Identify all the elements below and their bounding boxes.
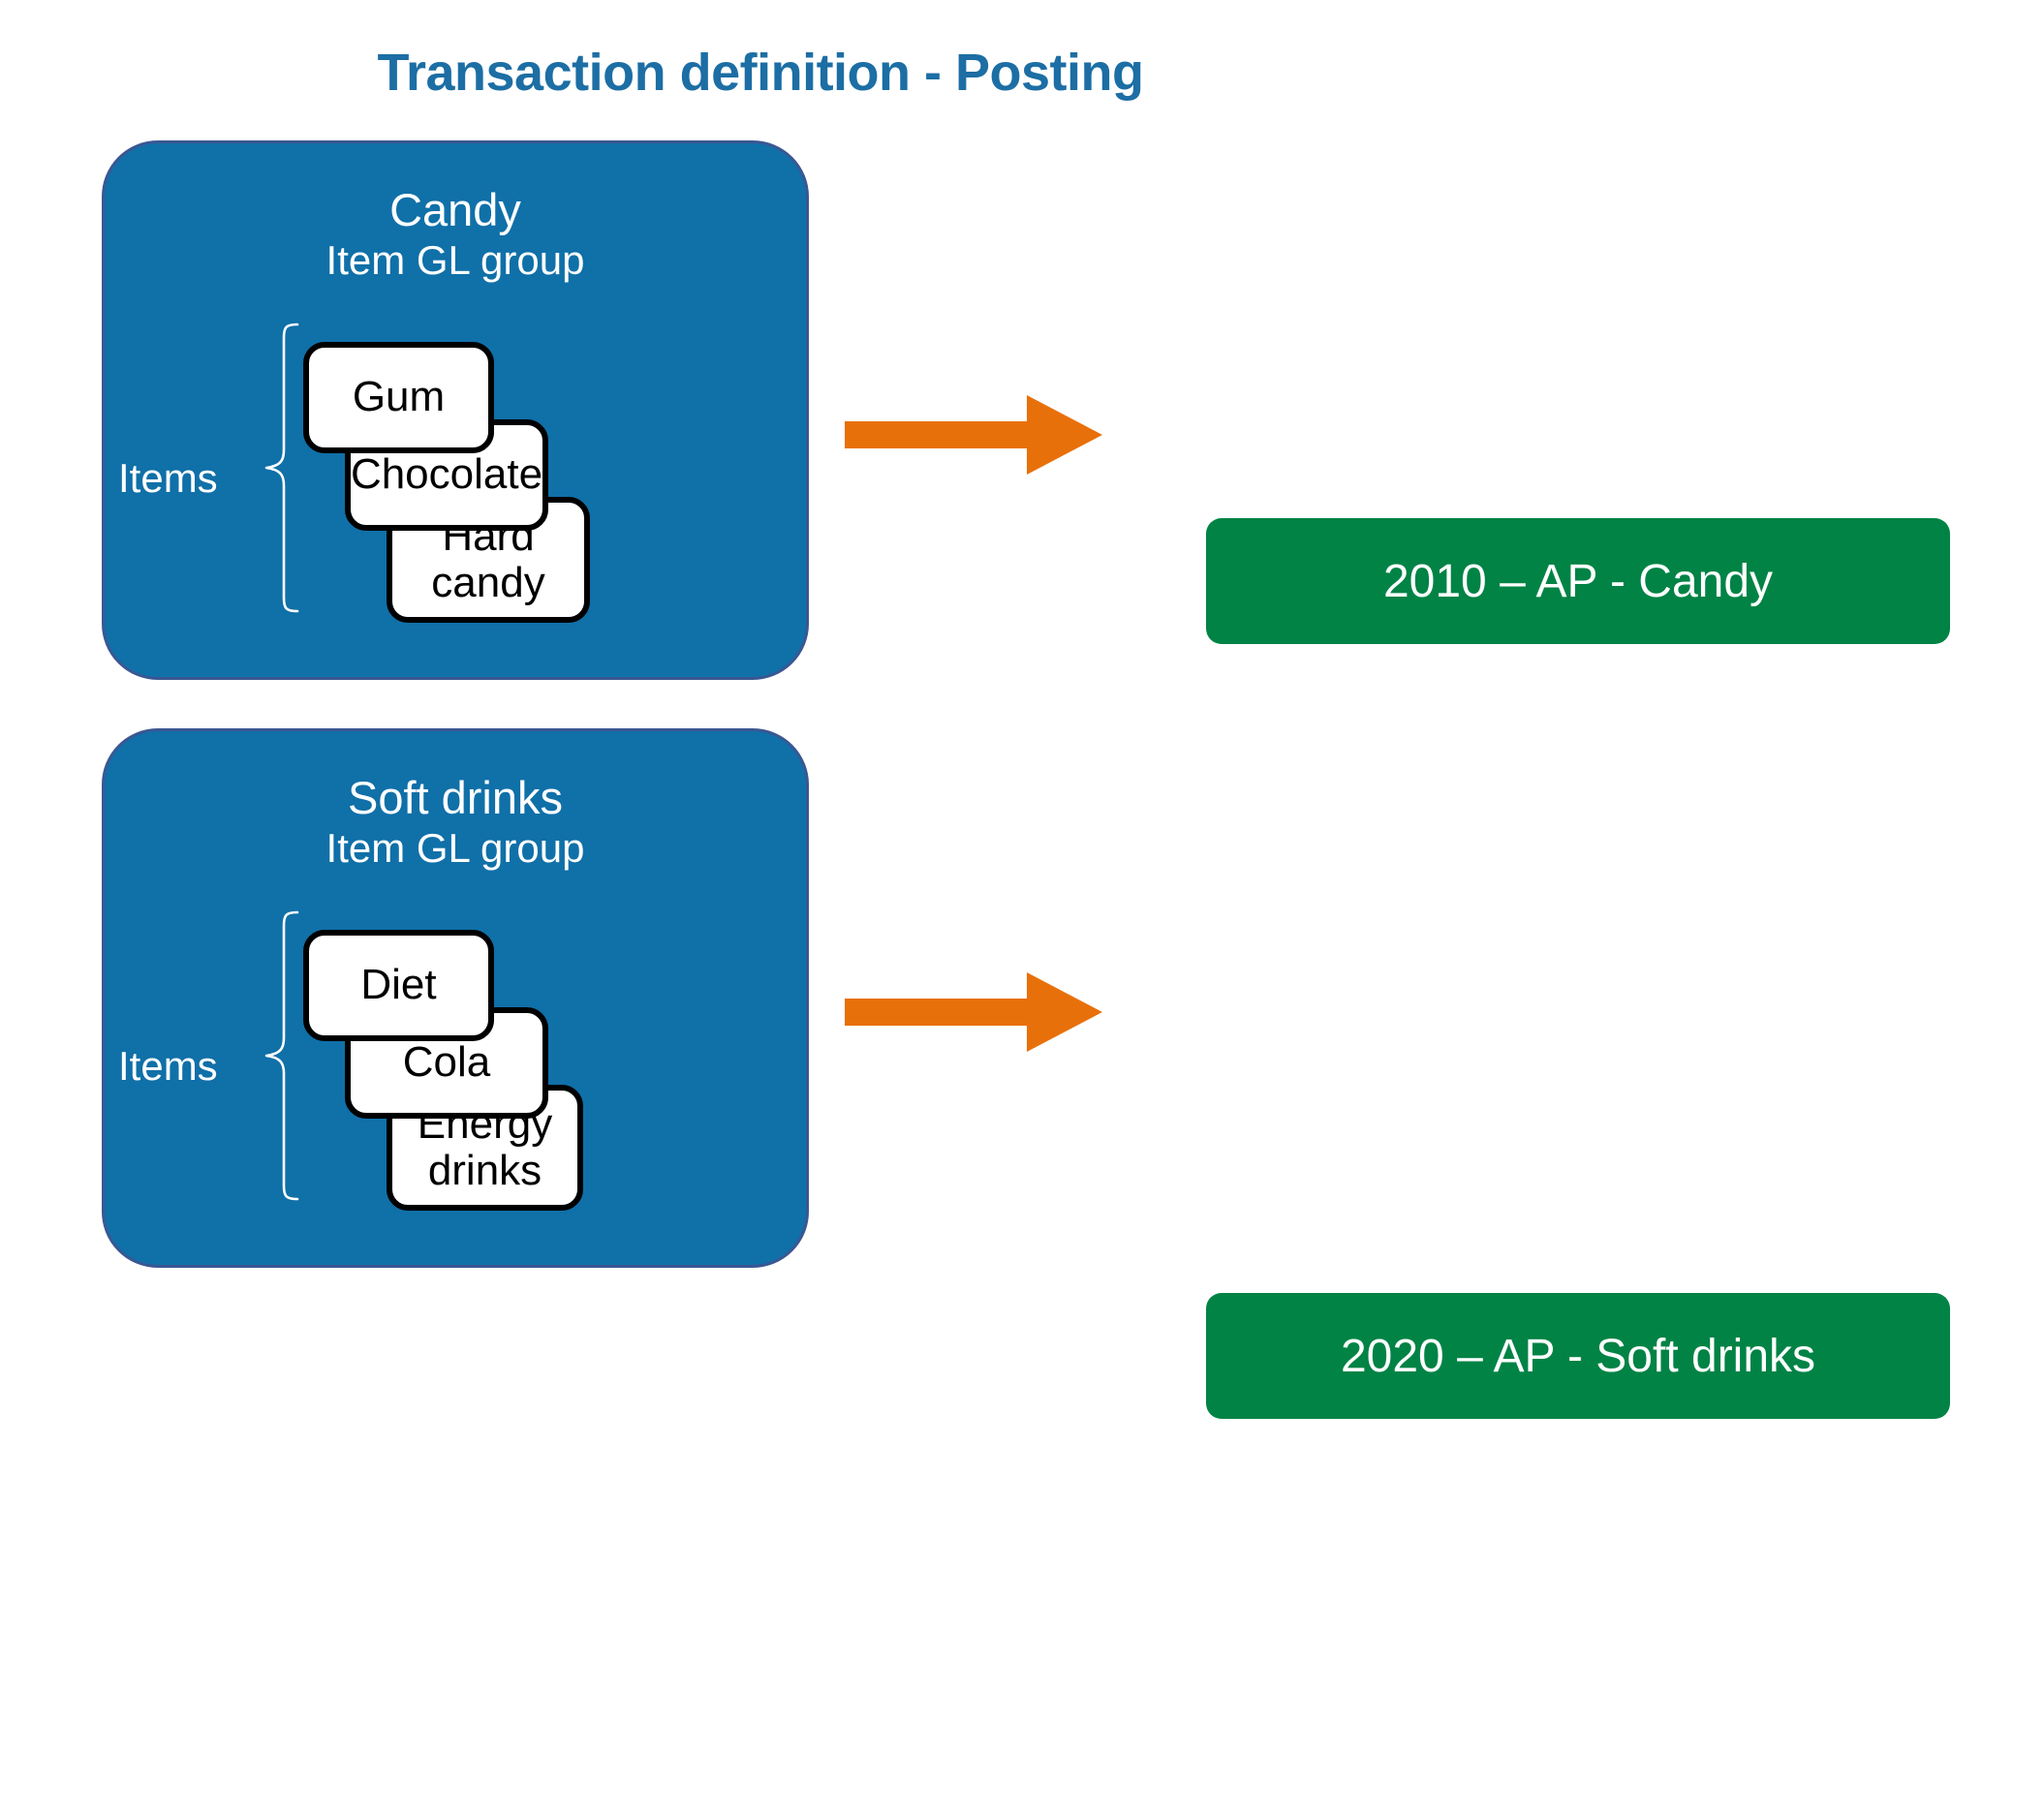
ledger-account-soft-drinks[interactable]: 2020 – AP - Soft drinks [1206,1293,1950,1419]
items-brace-candy [264,323,299,613]
item-gl-group-candy: Candy Item GL group Items Gum Chocolate … [102,140,809,680]
page-title: Transaction definition - Posting [377,44,1144,102]
group-name: Candy [389,184,521,235]
items-brace-soft-drinks [264,910,299,1201]
item-card[interactable]: Diet [303,930,494,1041]
group-subtitle: Item GL group [325,824,585,871]
group-heading-soft-drinks: Soft drinks Item GL group [105,772,806,872]
group-heading-candy: Candy Item GL group [105,184,806,284]
items-label-candy: Items [118,455,218,501]
ledger-account-candy[interactable]: 2010 – AP - Candy [1206,518,1950,644]
item-gl-group-soft-drinks: Soft drinks Item GL group Items Diet Col… [102,728,809,1268]
item-card[interactable]: Gum [303,342,494,453]
group-name: Soft drinks [347,772,564,823]
flow-arrow-candy [845,393,1104,477]
flow-arrow-soft-drinks [845,970,1104,1054]
items-label-soft-drinks: Items [118,1043,218,1089]
group-subtitle: Item GL group [325,236,585,283]
